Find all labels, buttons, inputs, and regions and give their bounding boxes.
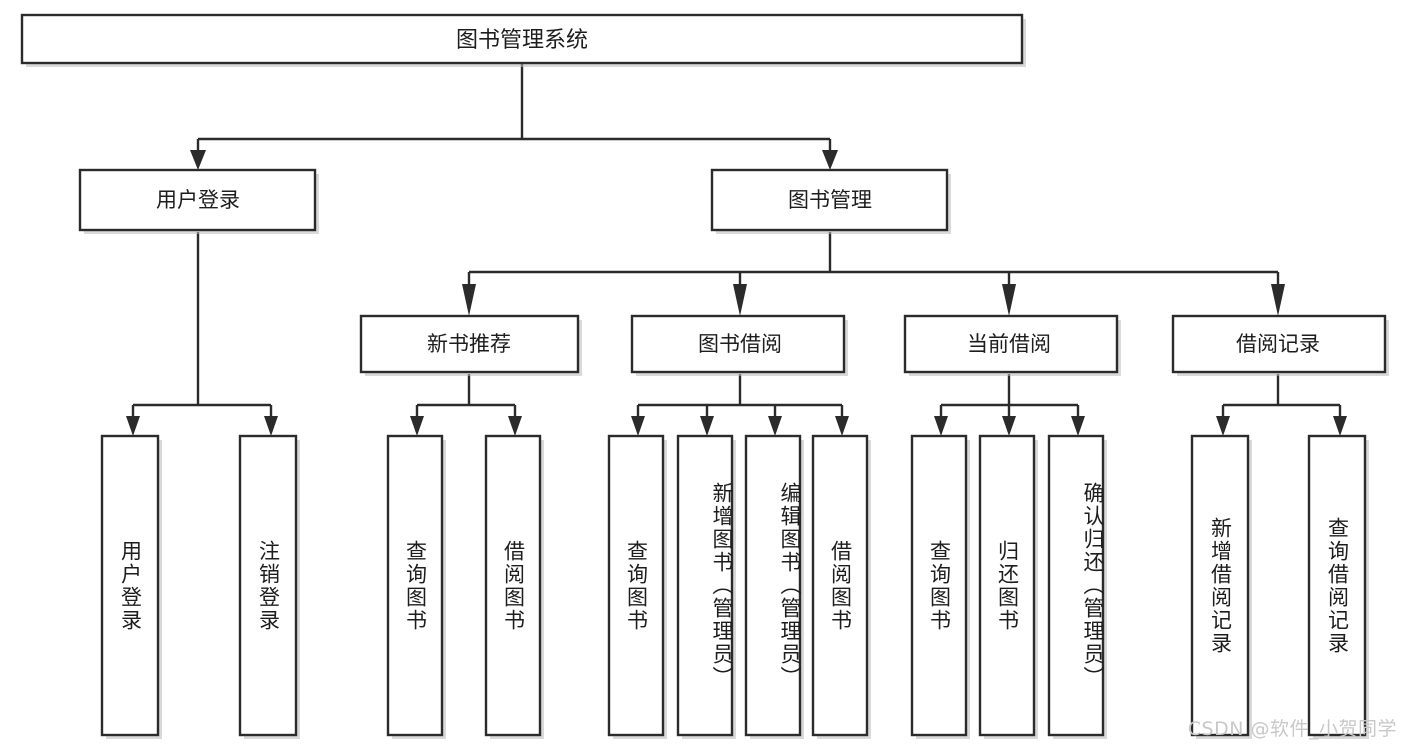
- leaf-node-5[interactable]: [607, 434, 667, 739]
- arrowhead-leaf-5: [631, 416, 645, 436]
- arrowhead-leaf-7: [768, 416, 782, 436]
- node-layer: 图书管理系统 用户登录 图书管理 新书推荐: [20, 13, 1389, 739]
- node-borrow-record[interactable]: 借阅记录: [1171, 314, 1389, 376]
- node-current-borrow-label: 当前借阅: [967, 332, 1051, 356]
- connector-layer: [126, 63, 1347, 436]
- csdn-watermark: CSDN @软件_小贺同学: [1187, 718, 1397, 740]
- arrowhead-leaf-13: [1333, 416, 1347, 436]
- arrowhead-newbook: [462, 284, 476, 316]
- leaf-node-12[interactable]: [1190, 434, 1252, 739]
- node-root-label: 图书管理系统: [456, 28, 588, 53]
- leaf-node-10[interactable]: [978, 434, 1038, 739]
- node-book-borrow[interactable]: 图书借阅: [630, 314, 848, 376]
- arrowhead-leaf-3: [410, 416, 424, 436]
- arrowhead-login: [190, 150, 206, 170]
- leaf-node-7[interactable]: [744, 434, 804, 739]
- arrowhead-borrow: [733, 284, 747, 316]
- arrowhead-leaf-12: [1216, 416, 1230, 436]
- arrowhead-record: [1271, 284, 1285, 316]
- node-borrow-record-label: 借阅记录: [1236, 332, 1320, 356]
- node-book-management[interactable]: 图书管理: [710, 168, 951, 234]
- arrowhead-leaf-2: [264, 416, 278, 436]
- arrowhead-leaf-8: [835, 416, 849, 436]
- arrowhead-leaf-4: [508, 416, 522, 436]
- leaf-node-4[interactable]: [484, 434, 544, 739]
- arrowhead-leaf-1: [126, 416, 140, 436]
- leaf-node-3[interactable]: [386, 434, 446, 739]
- arrowhead-bookmgmt: [822, 150, 838, 170]
- node-current-borrow[interactable]: 当前借阅: [903, 314, 1121, 376]
- leaf-node-1[interactable]: [100, 434, 162, 739]
- leaf-node-6[interactable]: [676, 434, 736, 739]
- node-book-management-label: 图书管理: [788, 188, 872, 212]
- leaf-node-13[interactable]: [1307, 434, 1369, 739]
- node-book-borrow-label: 图书借阅: [698, 332, 782, 356]
- node-root[interactable]: 图书管理系统: [20, 13, 1026, 67]
- node-new-book-recommend[interactable]: 新书推荐: [359, 314, 582, 376]
- arrowhead-leaf-6: [700, 416, 714, 436]
- arrowhead-leaf-11: [1071, 416, 1085, 436]
- arrowhead-leaf-9: [934, 416, 948, 436]
- leaf-node-2[interactable]: [238, 434, 300, 739]
- node-new-book-recommend-label: 新书推荐: [427, 332, 511, 356]
- arrowhead-current: [1002, 284, 1016, 316]
- leaf-node-11[interactable]: [1047, 434, 1107, 739]
- leaf-node-9[interactable]: [910, 434, 970, 739]
- node-user-login-label: 用户登录: [156, 188, 240, 212]
- node-user-login[interactable]: 用户登录: [78, 168, 319, 234]
- leaf-node-8[interactable]: [811, 434, 871, 739]
- arrowhead-leaf-10: [1002, 416, 1016, 436]
